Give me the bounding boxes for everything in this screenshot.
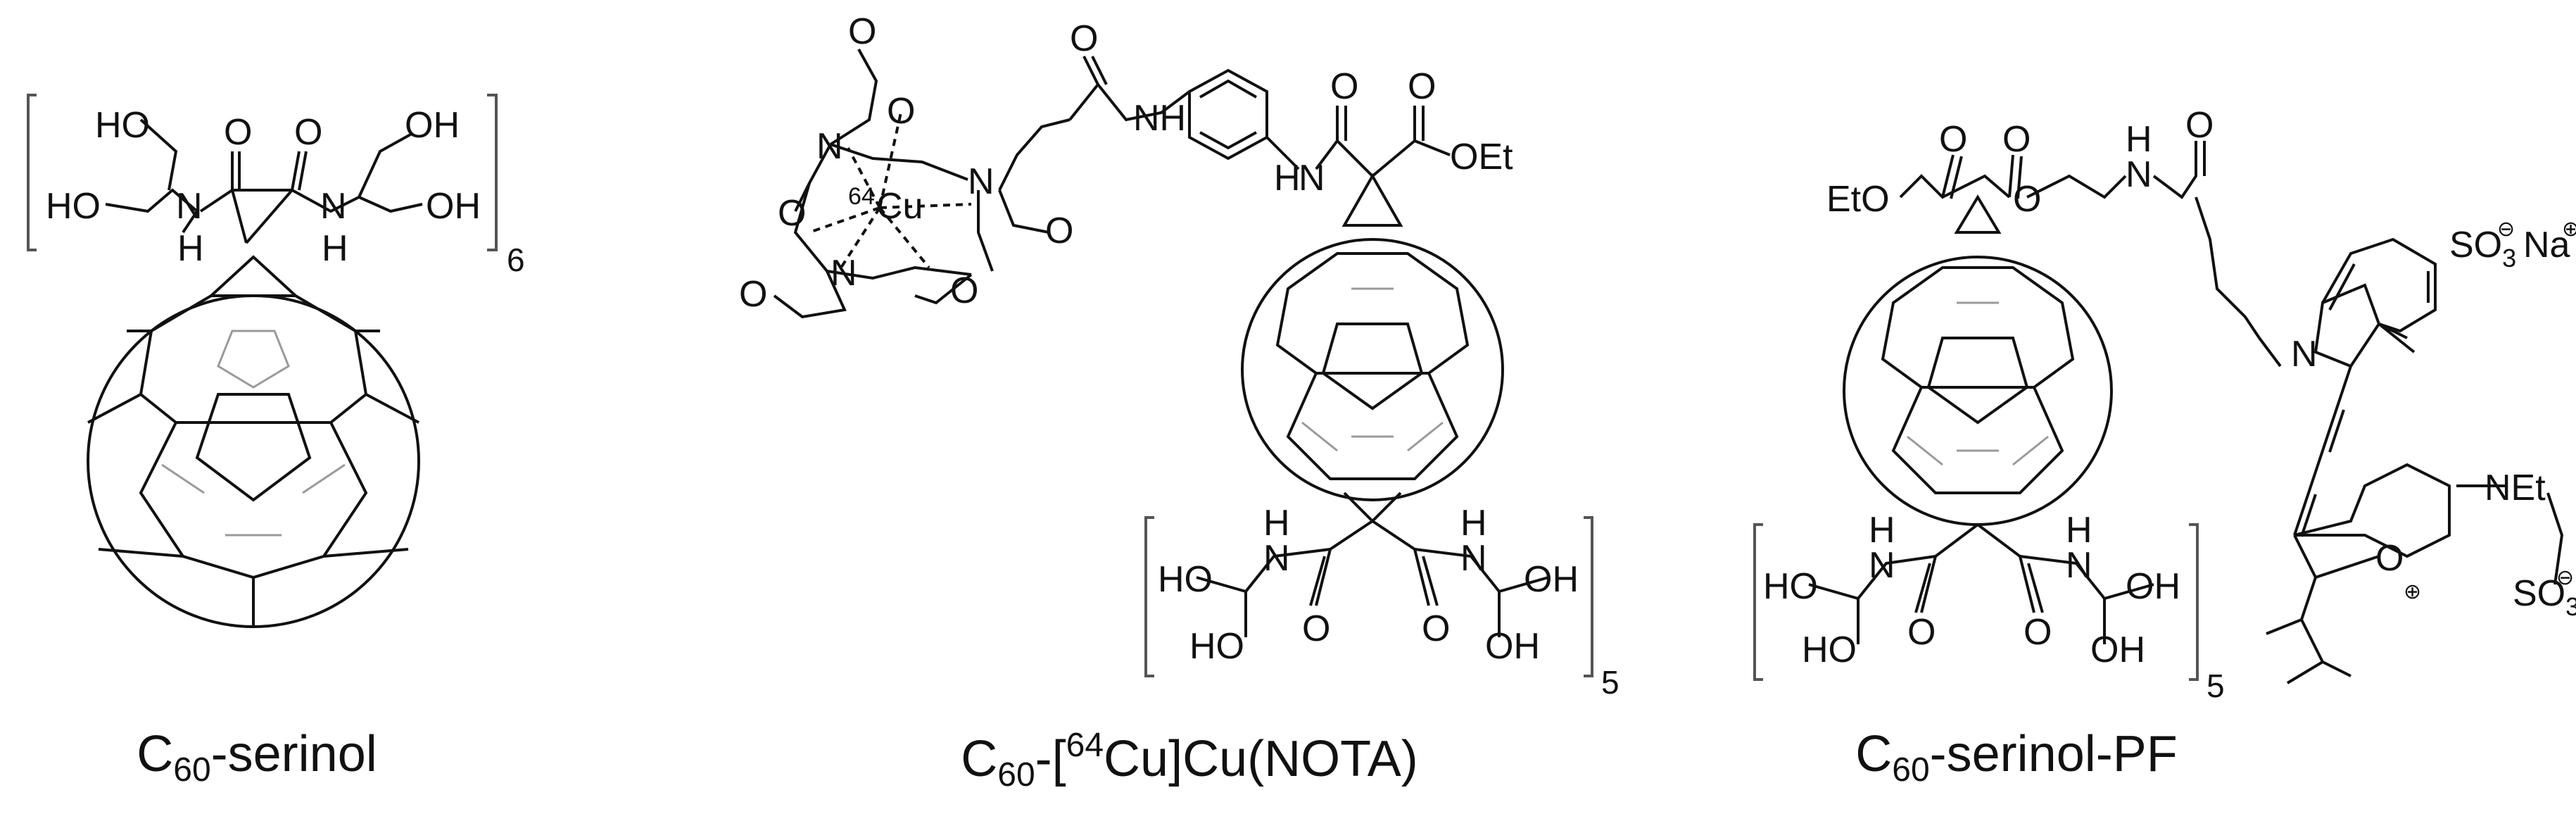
caption-middle-rest: Cu]Cu(NOTA) <box>1104 731 1418 787</box>
label-n2: N <box>2066 545 2092 586</box>
label-n-top: N <box>816 126 843 167</box>
label-o3: O <box>2013 179 2041 220</box>
fullerene-cage-left <box>87 255 420 628</box>
label-nh-right-n: N <box>320 186 347 227</box>
structure-c60-serinol <box>27 94 498 628</box>
label-ho1: HO <box>1763 566 1818 607</box>
right-bracket-right <box>2189 523 2199 681</box>
caption-c60-serinol: C60-serinol <box>137 729 377 787</box>
label-subscript-5-right: 5 <box>2206 668 2225 704</box>
label-na: Na <box>2523 225 2570 265</box>
label-h1: H <box>1869 510 1895 551</box>
label-n-indole: N <box>2291 334 2318 375</box>
label-o5: O <box>1907 612 1936 653</box>
caption-right-c: C <box>1855 726 1893 782</box>
label-o-ester-b: O <box>1408 66 1436 107</box>
label-so3b-charge: ⊖ <box>2556 566 2574 589</box>
caption-left-c: C <box>137 726 174 782</box>
caption-middle-pre: -[ <box>1035 731 1066 787</box>
label-nh-right-h: H <box>322 228 348 269</box>
caption-right-rest: -serinol-PF <box>1929 726 2178 782</box>
label-o-ester-a: O <box>1330 66 1358 107</box>
label-o-top: O <box>848 11 876 52</box>
label-n-bottom: N <box>831 253 857 294</box>
label-oh1: OH <box>1524 559 1579 600</box>
label-nh: NH <box>1133 98 1186 139</box>
label-cu-sup: 64 <box>848 183 875 210</box>
label-oh-right: OH <box>426 186 481 227</box>
fullerene-cage-right <box>1843 256 2113 526</box>
label-nh2-n: N <box>1299 158 1325 199</box>
label-n1: N <box>1263 538 1290 579</box>
label-o-carbonyl: O <box>1070 18 1098 59</box>
label-nh-left-n: N <box>176 186 203 227</box>
label-o-bottom: O <box>739 274 767 315</box>
label-nh-left-h: H <box>177 228 204 269</box>
label-oh2: OH <box>1485 626 1540 667</box>
caption-c60-cu-nota: C60-[64Cu]Cu(NOTA) <box>961 729 1418 792</box>
label-h2: H <box>1460 503 1487 544</box>
label-o4: O <box>1422 608 1450 649</box>
label-o-left: O <box>887 91 915 132</box>
label-o4: O <box>2185 105 2214 146</box>
label-n2: N <box>1460 538 1487 579</box>
label-o-plus: ⊕ <box>2404 580 2421 603</box>
label-o3: O <box>1302 608 1330 649</box>
label-ho-top: HO <box>95 105 150 146</box>
label-o-ring: O <box>2375 538 2404 579</box>
label-o2: O <box>294 112 322 153</box>
label-oh2: OH <box>2090 630 2145 670</box>
middle-bracket-right <box>1584 516 1593 677</box>
label-na-charge: ⊕ <box>2562 218 2576 241</box>
label-nh-h: H <box>2126 119 2152 160</box>
label-so3b: SO3 <box>2513 573 2576 621</box>
structure-c60-cu-nota <box>773 49 1593 677</box>
label-ho2: HO <box>1189 626 1244 667</box>
label-ho1: HO <box>1158 559 1213 600</box>
right-bracket-left <box>1753 523 1763 681</box>
label-h2: H <box>2066 510 2092 551</box>
left-bracket <box>27 94 37 251</box>
caption-left-sub: 60 <box>173 751 211 789</box>
label-oh1: OH <box>2126 566 2180 607</box>
caption-middle-sub: 60 <box>997 756 1035 794</box>
label-n1: N <box>1869 545 1895 586</box>
label-o2: O <box>2002 119 2031 160</box>
label-ho-left: HO <box>46 186 101 227</box>
label-net: NEt <box>2485 468 2546 508</box>
label-o1: O <box>224 112 252 153</box>
label-o-left2: O <box>778 193 806 234</box>
label-o6: O <box>2023 612 2052 653</box>
label-subscript-5-middle: 5 <box>1601 664 1620 701</box>
label-oet: OEt <box>1450 137 1513 177</box>
right-bracket <box>487 94 498 251</box>
label-ho2: HO <box>1802 630 1857 670</box>
caption-middle-sup: 64 <box>1066 727 1104 764</box>
caption-middle-c: C <box>961 731 998 787</box>
label-o1: O <box>1939 119 1967 160</box>
label-h1: H <box>1263 503 1290 544</box>
label-o-right: O <box>950 270 978 311</box>
left-labels: HO HO O O N H N H OH OH 6 <box>46 105 525 278</box>
label-so3-charge: ⊖ <box>2497 218 2515 241</box>
caption-right-sub: 60 <box>1892 751 1930 789</box>
label-subscript-6: 6 <box>507 242 525 278</box>
structure-c60-serinol-pf <box>1753 141 2564 684</box>
fullerene-cage-middle <box>1241 238 1504 523</box>
caption-left-rest: -serinol <box>210 726 377 782</box>
middle-labels: O O N 64 Cu N O N O O O O NH N H O O OEt… <box>739 11 1620 701</box>
right-labels: EtO O O O H N O N SO3 ⊖ Na ⊕ NEt SO3 ⊖ O… <box>1763 105 2576 704</box>
label-oh-top: OH <box>405 105 460 146</box>
caption-c60-serinol-pf: C60-serinol-PF <box>1855 729 2177 787</box>
middle-bracket-left <box>1144 516 1154 677</box>
label-n-right: N <box>968 161 995 202</box>
label-eto: EtO <box>1826 179 1890 220</box>
label-nh2-h: H <box>1274 158 1301 199</box>
label-so3: SO3 <box>2449 225 2516 273</box>
label-o-amide-ring: O <box>1045 211 1073 251</box>
label-nh-n: N <box>2126 154 2152 195</box>
label-cu: Cu <box>876 186 923 227</box>
